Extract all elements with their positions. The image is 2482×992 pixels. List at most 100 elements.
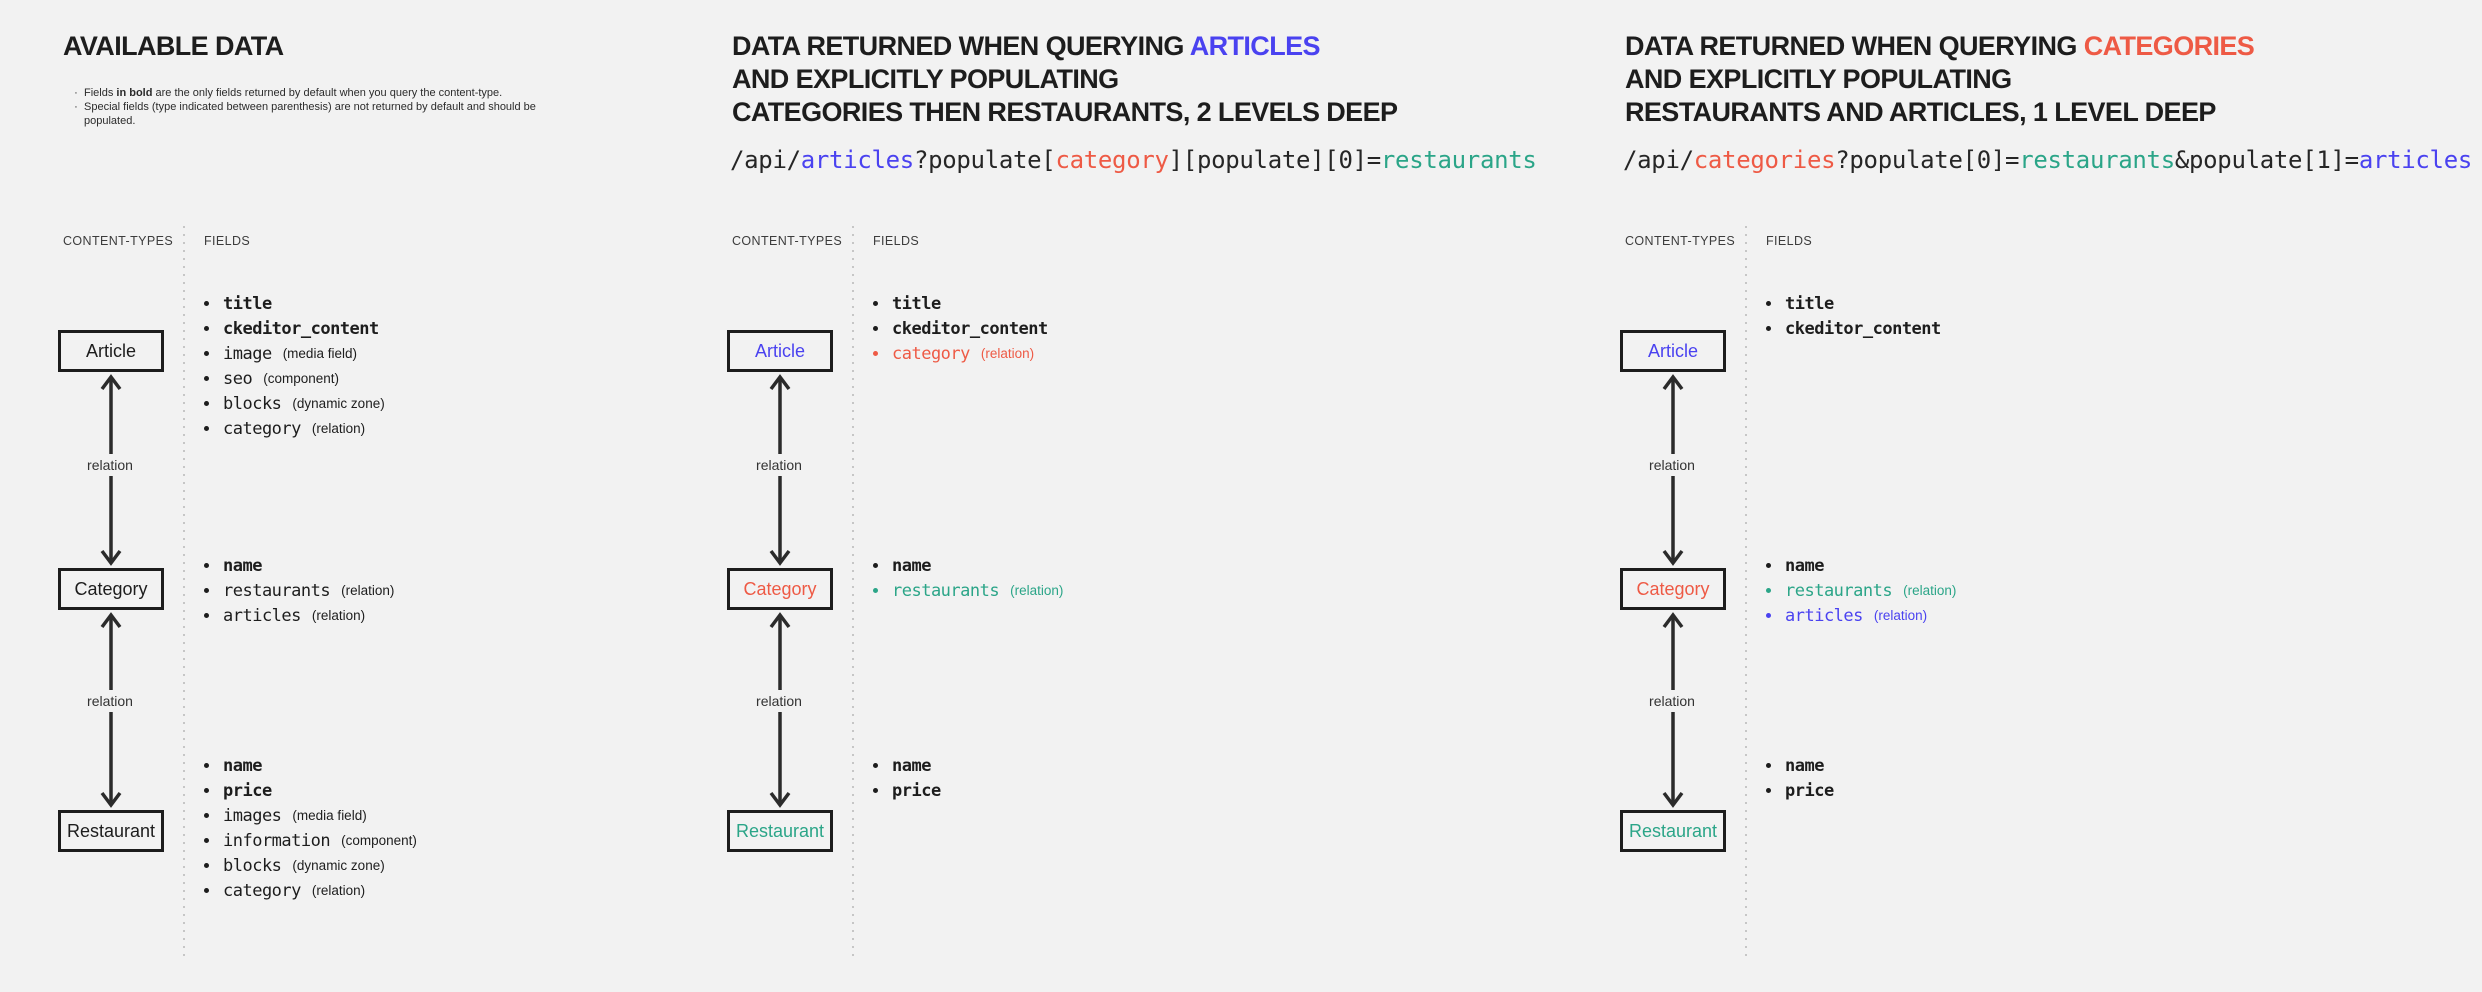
field-name: category	[892, 343, 970, 364]
field-bullet	[204, 888, 209, 893]
field-name: price	[892, 780, 941, 801]
field-name: price	[1785, 780, 1834, 801]
field-name: category	[223, 880, 301, 901]
field-name: category	[223, 418, 301, 439]
field-bullet	[204, 426, 209, 431]
field-name: ckeditor_content	[1785, 318, 1941, 339]
field-type: (dynamic zone)	[292, 858, 385, 873]
relation-label: relation	[1638, 690, 1706, 712]
title-segment: AND EXPLICITLY POPULATING	[1625, 64, 2012, 94]
fields-column-label: FIELDS	[873, 234, 920, 248]
relation-label: relation	[76, 454, 144, 476]
field-type: (relation)	[1873, 608, 1928, 623]
title-segment: DATA RETURNED WHEN QUERYING	[732, 31, 1190, 61]
field-item: name	[204, 553, 674, 578]
field-item: ckeditor_content	[873, 316, 1343, 341]
box-label: Article	[754, 340, 805, 361]
content-type-box-restaurant: Restaurant	[58, 810, 164, 852]
box-label: Restaurant	[1628, 820, 1718, 841]
code-segment: /api/	[730, 146, 801, 174]
field-item: image (media field)	[204, 341, 674, 366]
field-name: information	[223, 830, 331, 851]
field-type: (dynamic zone)	[292, 396, 385, 411]
field-name: articles	[223, 605, 301, 626]
field-type: (media field)	[292, 808, 367, 823]
field-name: image	[223, 343, 272, 364]
field-name: name	[1785, 555, 1824, 576]
field-bullet	[204, 563, 209, 568]
fields-column-label: FIELDS	[1766, 234, 1813, 248]
field-item: price	[1766, 778, 2236, 803]
box-label: Category	[74, 578, 148, 599]
content-type-box-article: Article	[1620, 330, 1726, 372]
field-name: restaurants	[1785, 580, 1893, 601]
field-bullet	[873, 563, 878, 568]
field-item: name	[1766, 553, 2236, 578]
field-bullet	[204, 813, 209, 818]
field-item: seo(component)	[204, 366, 674, 391]
field-item: blocks (dynamic zone)	[204, 853, 674, 878]
box-label: Category	[1636, 578, 1710, 599]
title-line: DATA RETURNED WHEN QUERYING CATEGORIES	[1625, 30, 2255, 63]
field-bullet	[204, 838, 209, 843]
field-bullet	[1766, 563, 1771, 568]
field-type: (media field)	[282, 346, 357, 361]
title-segment: ARTICLES	[1189, 31, 1321, 61]
title-line: CATEGORIES THEN RESTAURANTS, 2 LEVELS DE…	[732, 96, 1398, 129]
field-item: name	[873, 753, 1343, 778]
field-item: restaurants(relation)	[873, 578, 1343, 603]
field-name: blocks	[223, 855, 282, 876]
field-name: name	[223, 555, 262, 576]
field-bullet	[873, 326, 878, 331]
title-segment: RESTAURANTS AND ARTICLES, 1 LEVEL DEEP	[1625, 97, 2216, 127]
field-bullet	[204, 351, 209, 356]
title-segment: DATA RETURNED WHEN QUERYING	[1625, 31, 2084, 61]
field-type: (relation)	[311, 608, 366, 623]
title-line: DATA RETURNED WHEN QUERYING ARTICLES	[732, 30, 1397, 63]
code-segment: /api/	[1623, 146, 1694, 174]
field-bullet	[204, 763, 209, 768]
note-item: ·Special fields (type indicated between …	[68, 100, 538, 128]
field-item: name	[1766, 753, 2236, 778]
field-item: title	[873, 291, 1343, 316]
relation-label: relation	[76, 690, 144, 712]
field-name: images	[223, 805, 282, 826]
content-types-column-label: CONTENT-TYPES	[63, 234, 174, 248]
field-item: blocks(dynamic zone)	[204, 391, 674, 416]
field-item: category(relation)	[204, 878, 674, 903]
legend-notes: ·Fields in bold are the only fields retu…	[68, 86, 538, 128]
field-bullet	[204, 613, 209, 618]
dotted-column-divider	[183, 226, 185, 956]
code-segment: articles	[2358, 146, 2473, 174]
field-bullet	[204, 401, 209, 406]
field-item: ckeditor_content	[204, 316, 674, 341]
field-item: price	[204, 778, 674, 803]
relation-label: relation	[745, 454, 813, 476]
box-label: Restaurant	[735, 820, 825, 841]
field-bullet	[204, 588, 209, 593]
title-line: AND EXPLICITLY POPULATING	[1625, 63, 2254, 96]
title-line: AND EXPLICITLY POPULATING	[732, 63, 1397, 96]
code-segment: articles	[800, 146, 915, 174]
field-bullet	[1766, 326, 1771, 331]
field-bullet	[1766, 588, 1771, 593]
field-item: restaurants(relation)	[204, 578, 674, 603]
code-segment: ][populate][0]=	[1168, 146, 1382, 174]
field-bullet	[204, 376, 209, 381]
title-segment: AVAILABLE DATA	[63, 31, 284, 61]
field-bullet	[1766, 763, 1771, 768]
box-label: Article	[85, 340, 136, 361]
content-type-box-restaurant: Restaurant	[727, 810, 833, 852]
panel-available-data: AVAILABLE DATA ·Fields in bold are the o…	[58, 0, 688, 992]
code-segment: &populate[1]=	[2174, 146, 2359, 174]
field-name: name	[223, 755, 262, 776]
field-item: price	[873, 778, 1343, 803]
